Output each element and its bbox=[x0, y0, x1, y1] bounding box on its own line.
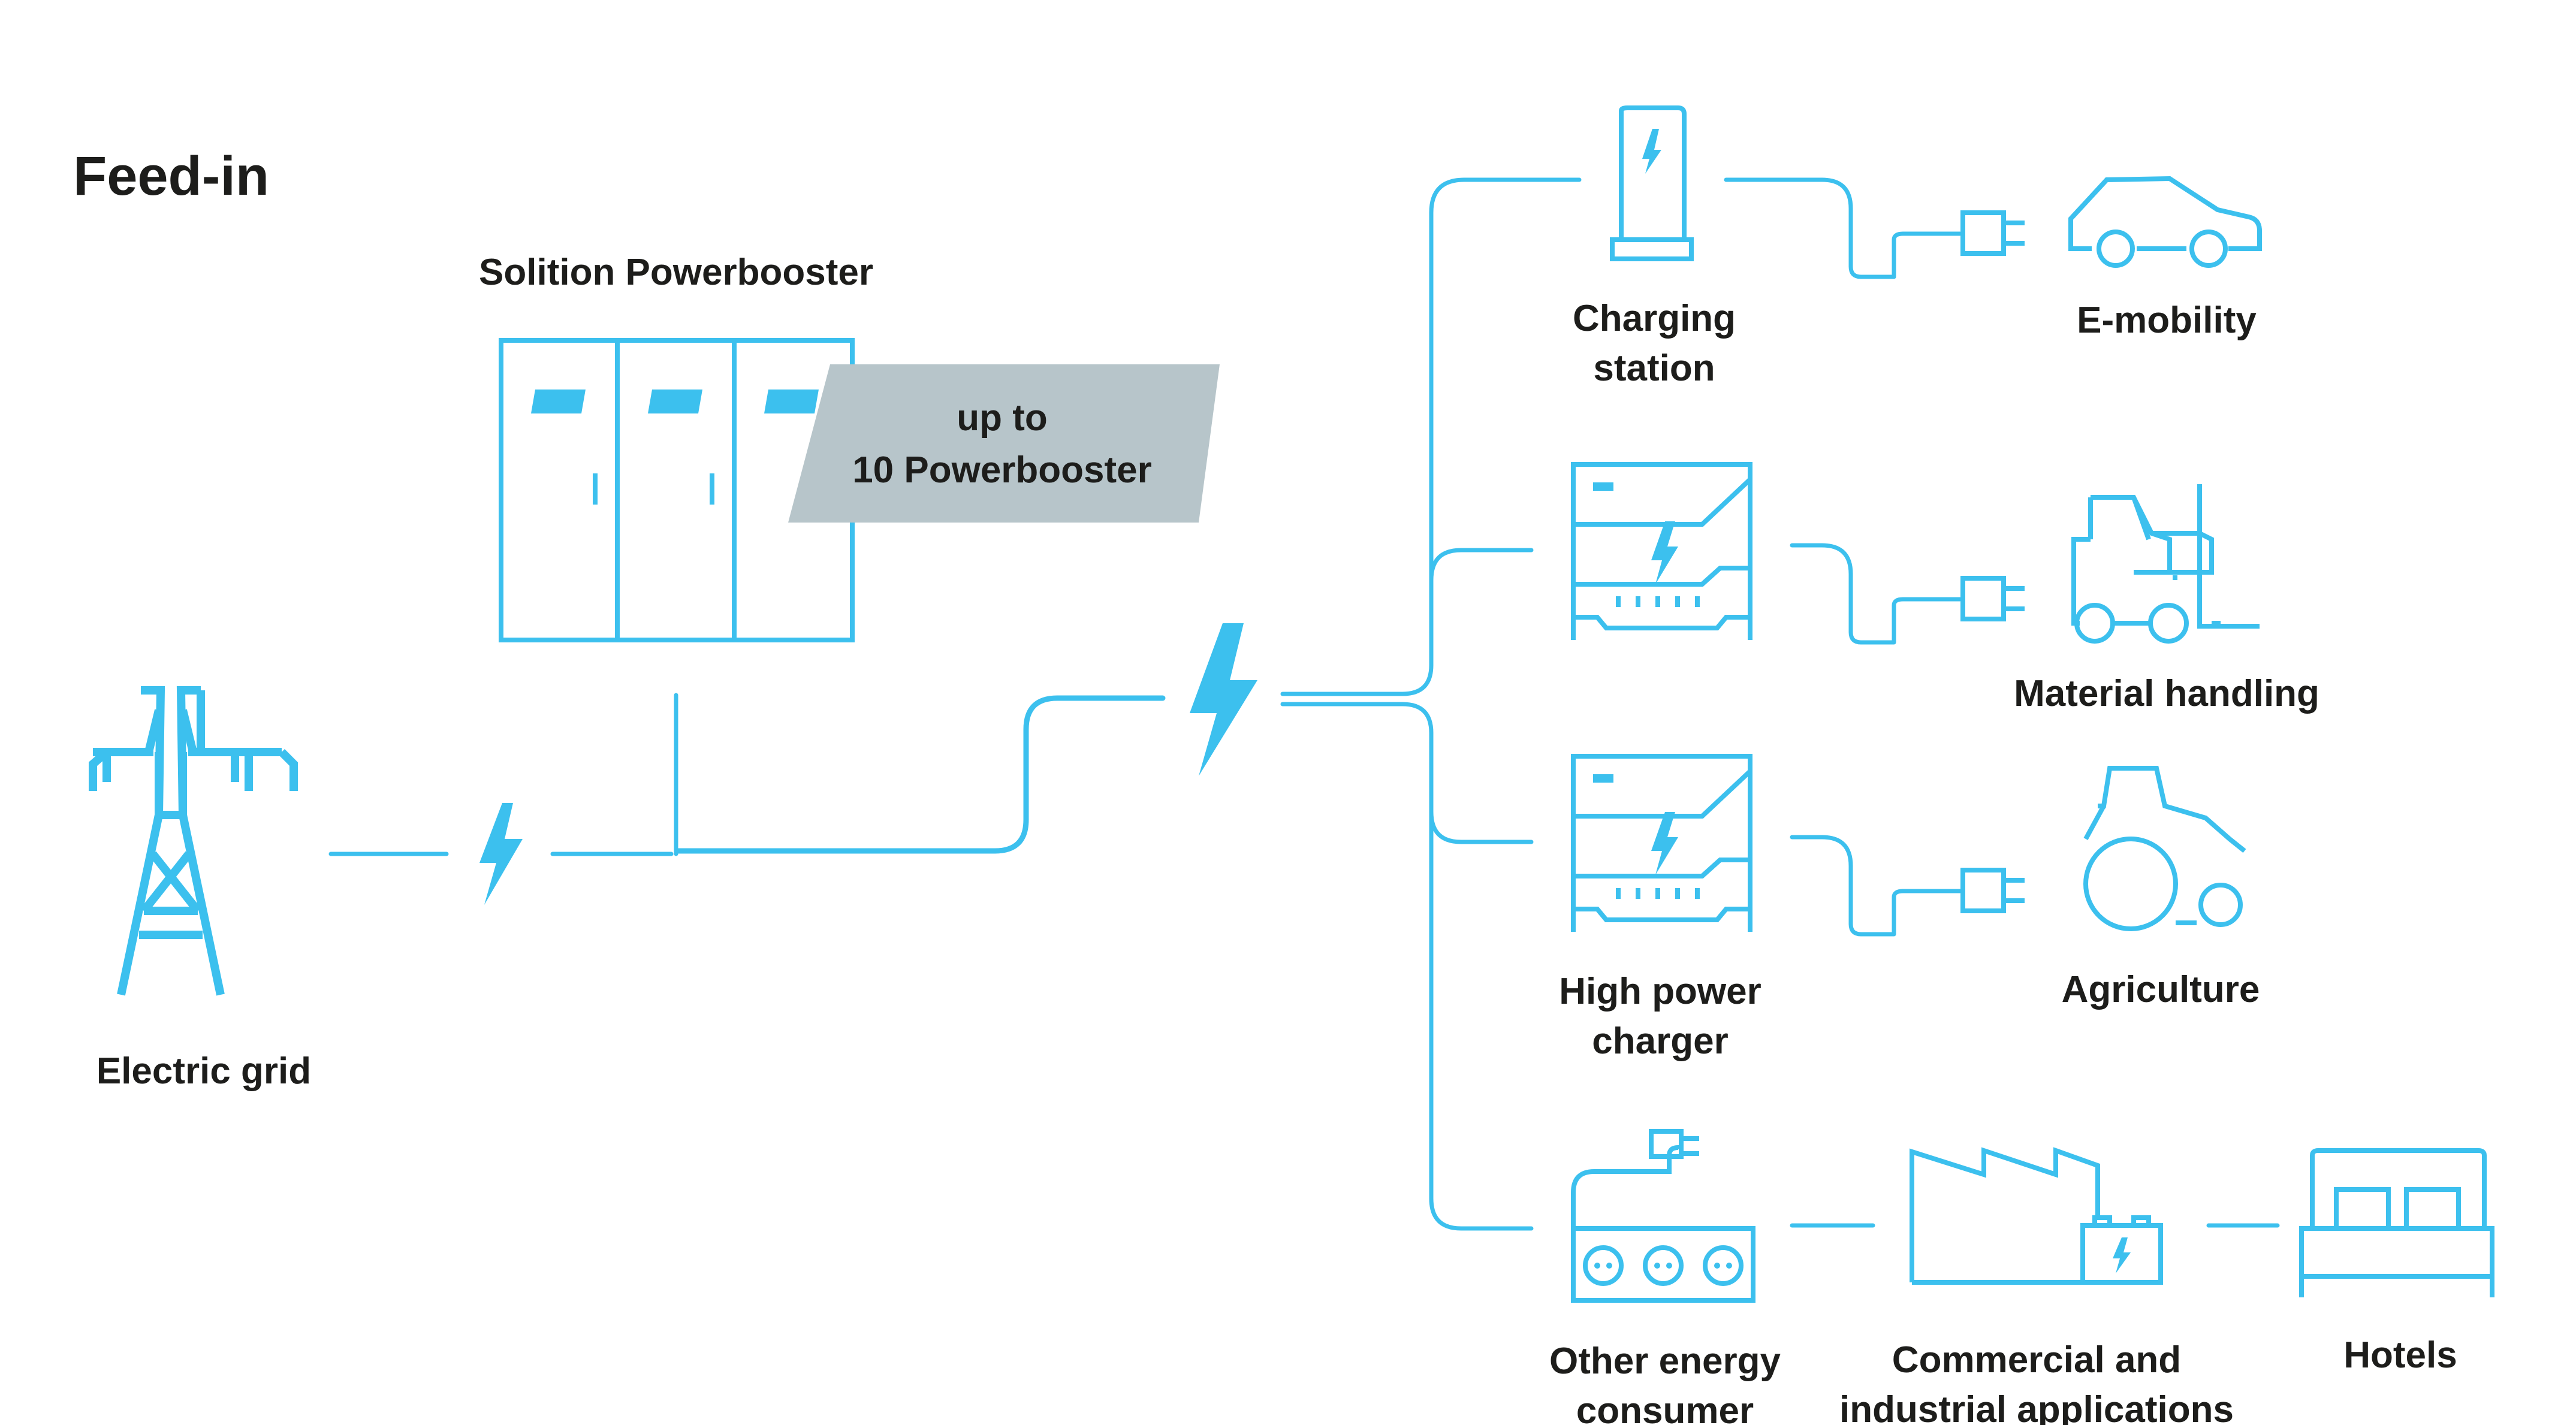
hotels-label: Hotels bbox=[2343, 1335, 2457, 1376]
high-power-label-line1: High power bbox=[1559, 971, 1761, 1012]
commercial-label-line1: Commercial and bbox=[1892, 1339, 2181, 1381]
badge-line-2: 10 Powerbooster bbox=[852, 449, 1152, 491]
hub-bolt-icon bbox=[1190, 623, 1257, 776]
plug-connector-3 bbox=[1790, 835, 2025, 937]
charger-label-line2: station bbox=[1593, 348, 1715, 389]
diagram-title: Feed-in bbox=[73, 146, 269, 207]
factory-icon bbox=[1910, 1147, 2163, 1285]
electric-grid-label: Electric grid bbox=[96, 1050, 311, 1092]
plug-connector-2 bbox=[1790, 543, 2025, 645]
bed-icon bbox=[2299, 1148, 2494, 1297]
powerbooster-label: Solition Powerbooster bbox=[479, 252, 873, 293]
other-consumer-label-line2: consumer bbox=[1576, 1390, 1754, 1425]
tractor-icon bbox=[2083, 766, 2246, 931]
charger-icon bbox=[1571, 462, 1752, 640]
power-tower-icon bbox=[89, 686, 298, 996]
charger-label-line1: Charging bbox=[1573, 298, 1736, 339]
bolt-icon bbox=[479, 803, 523, 905]
other-consumer-label-line1: Other energy bbox=[1549, 1341, 1781, 1382]
commercial-label-line2: industrial applications bbox=[1839, 1389, 2234, 1425]
powerbooster-count-badge: up to 10 Powerbooster bbox=[788, 364, 1220, 523]
charging-station-icon bbox=[1610, 105, 1694, 261]
e-mobility-label: E-mobility bbox=[2077, 300, 2257, 341]
car-icon bbox=[2068, 176, 2262, 268]
agriculture-label: Agriculture bbox=[2062, 969, 2260, 1010]
badge-line-1: up to bbox=[957, 397, 1048, 439]
forklift-icon bbox=[2071, 484, 2260, 644]
high-power-label-line2: charger bbox=[1592, 1021, 1728, 1062]
high-power-charger-icon bbox=[1571, 754, 1752, 932]
power-strip-icon bbox=[1571, 1129, 1755, 1303]
material-handling-label: Material handling bbox=[2014, 673, 2319, 714]
plug-connector-1 bbox=[1724, 177, 2025, 279]
